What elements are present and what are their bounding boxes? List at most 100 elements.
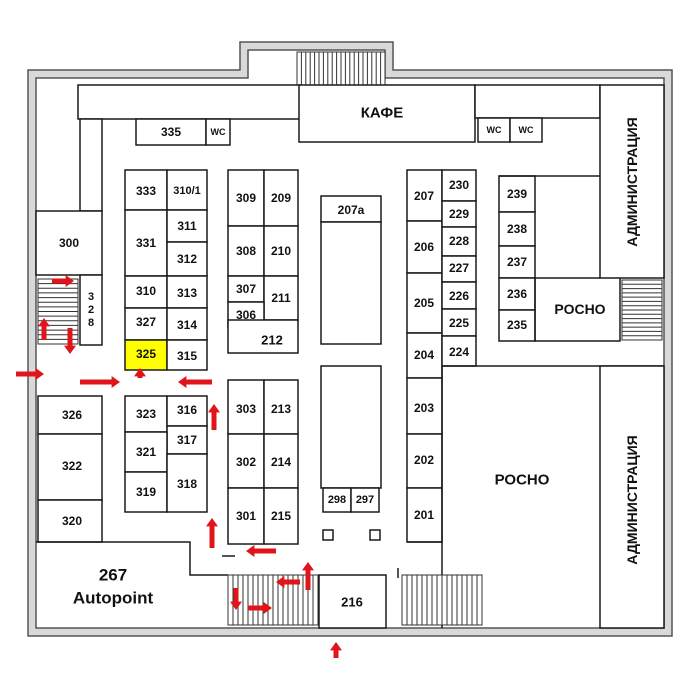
room-214[interactable] (263, 433, 299, 489)
room-308[interactable] (227, 225, 265, 277)
route-arrow-left (276, 576, 300, 588)
room-309[interactable] (227, 169, 265, 227)
route-arrow-up (208, 404, 220, 430)
room-310-1-label: 310/1 (173, 185, 201, 197)
room-236-label: 236 (507, 287, 527, 301)
room-300[interactable] (35, 210, 103, 276)
room-315[interactable] (166, 339, 208, 371)
room-316-label: 316 (177, 403, 197, 417)
left-column-wall (79, 118, 103, 212)
room-239-label: 239 (507, 187, 527, 201)
room-204[interactable] (406, 332, 443, 379)
room-206-label: 206 (414, 240, 434, 254)
room-235-label: 235 (507, 318, 527, 332)
top-left-block (77, 84, 301, 120)
route-arrow-left (246, 545, 276, 557)
room-230[interactable] (441, 169, 477, 202)
room-209[interactable] (263, 169, 299, 227)
room-301-label: 301 (236, 509, 256, 523)
room-325-label: 325 (136, 347, 156, 361)
room-201[interactable] (406, 487, 443, 543)
room-225-label: 225 (449, 316, 469, 330)
room-212-label: 212 (261, 333, 283, 348)
pillar-left (322, 529, 334, 541)
room-224-label: 224 (449, 345, 469, 359)
room-236[interactable] (498, 277, 536, 311)
administration-bottom[interactable] (599, 365, 665, 629)
room-310-label: 310 (136, 284, 156, 298)
room-306-label: 306 (236, 308, 256, 322)
room-335[interactable] (135, 118, 207, 146)
top-staircase (296, 51, 386, 87)
route-arrow-up (38, 318, 50, 340)
room-216-label: 216 (341, 595, 363, 610)
administration-bottom-label: АДМИНИСТРАЦИЯ (624, 435, 640, 564)
room-309-label: 309 (236, 191, 256, 205)
room-203[interactable] (406, 377, 443, 435)
wc-left-label: WC (211, 127, 226, 137)
room-310[interactable] (124, 275, 168, 309)
room-205[interactable] (406, 272, 443, 334)
administration-top-label: АДМИНИСТРАЦИЯ (624, 117, 640, 246)
room-215[interactable] (263, 487, 299, 545)
room-326-label: 326 (62, 408, 82, 422)
room-317-label: 317 (177, 433, 197, 447)
room-323-label: 323 (136, 407, 156, 421)
room-228[interactable] (441, 226, 477, 257)
room-207-label: 207 (414, 189, 434, 203)
wc-right-2[interactable] (509, 117, 543, 143)
wc-right-block (474, 84, 601, 119)
room-317[interactable] (166, 425, 208, 455)
autopoint-number: 267 (99, 566, 127, 585)
wc-left[interactable] (205, 118, 231, 146)
room-229-label: 229 (449, 207, 469, 221)
room-310-1[interactable] (166, 169, 208, 211)
room-207[interactable] (406, 169, 443, 222)
room-211[interactable] (263, 275, 299, 321)
room-215-label: 215 (271, 509, 291, 523)
room-321[interactable] (124, 431, 168, 473)
room-321-label: 321 (136, 445, 156, 459)
route-arrow-up (302, 562, 314, 590)
room-229[interactable] (441, 200, 477, 228)
right-staircase (621, 279, 663, 341)
room-210-label: 210 (271, 244, 291, 258)
room-237[interactable] (498, 245, 536, 279)
room-228-label: 228 (449, 234, 469, 248)
wc-right-1-label: WC (487, 125, 502, 135)
room-318[interactable] (166, 453, 208, 513)
bottom-left-staircase (227, 574, 319, 626)
room-328[interactable] (79, 274, 103, 346)
room-314[interactable] (166, 307, 208, 341)
room-205-label: 205 (414, 296, 434, 310)
room-216[interactable] (318, 574, 387, 629)
central-island-lower (320, 365, 382, 489)
rosno-bottom-label: РОСНО (495, 472, 550, 489)
room-297-label: 297 (356, 494, 374, 506)
room-311-label: 311 (177, 219, 197, 233)
room-207a[interactable] (320, 221, 382, 345)
room-312[interactable] (166, 241, 208, 277)
route-arrow-right (80, 376, 120, 388)
room-230-label: 230 (449, 178, 469, 192)
room-302[interactable] (227, 433, 265, 489)
room-322[interactable] (37, 433, 103, 501)
rosno-top-label: РОСНО (554, 301, 605, 317)
room-312-label: 312 (177, 252, 197, 266)
room-301[interactable] (227, 487, 265, 545)
room-209-label: 209 (271, 191, 291, 205)
room-333[interactable] (124, 169, 168, 211)
room-333-label: 333 (136, 184, 156, 198)
room-213[interactable] (263, 379, 299, 435)
room-238[interactable] (498, 211, 536, 247)
room-331-label: 331 (136, 236, 156, 250)
room-235[interactable] (498, 309, 536, 342)
room-212[interactable] (227, 319, 299, 354)
administration-top[interactable] (599, 84, 665, 279)
room-204-label: 204 (414, 348, 434, 362)
room-328-label-2: 2 (88, 304, 94, 316)
room-297[interactable] (350, 487, 380, 513)
route-arrow-down (64, 328, 76, 354)
room-298[interactable] (322, 487, 352, 513)
room-325[interactable] (124, 339, 168, 371)
